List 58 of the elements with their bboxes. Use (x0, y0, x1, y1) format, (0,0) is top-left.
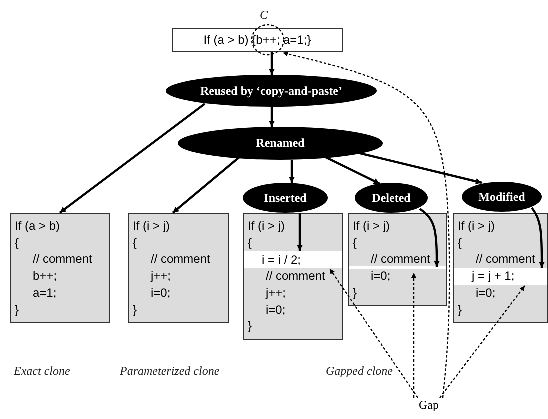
operation-ellipse: Reused by ‘copy-and-paste’ (166, 75, 377, 107)
code-brace: } (133, 302, 138, 318)
operation-ellipse: Renamed (178, 127, 383, 160)
code-line: i=0; (476, 284, 496, 301)
code-line: j++; (266, 284, 286, 301)
code-line: a=1; (33, 284, 57, 301)
dashed-arrow (440, 286, 526, 398)
operation-ellipse: Inserted (243, 183, 328, 213)
code-brace: } (15, 302, 20, 318)
code-condition: If (i > j) (248, 218, 286, 234)
arrow (531, 207, 545, 268)
code-brace: { (248, 234, 252, 251)
code-line: // comment (266, 268, 326, 284)
arrow (289, 160, 295, 183)
arrow (172, 156, 241, 214)
code-box (348, 213, 447, 306)
code-brace: } (458, 302, 462, 318)
code-line: j++; (151, 268, 172, 284)
arrow (419, 208, 440, 267)
code-line: // comment (371, 251, 430, 268)
code-line: // comment (33, 251, 92, 268)
arrow (59, 103, 206, 214)
code-condition: If (i > j) (133, 218, 170, 234)
code-brace: } (248, 318, 252, 334)
dashed-arrow (330, 268, 418, 398)
code-line: // comment (476, 251, 536, 268)
code-line: // comment (151, 251, 210, 268)
arrow (324, 156, 380, 185)
code-brace: { (15, 234, 20, 251)
code-condition: If (i > j) (458, 218, 496, 234)
code-box (243, 213, 343, 340)
code-brace: { (353, 234, 358, 251)
dashed-arrow (282, 52, 450, 398)
code-box (453, 213, 548, 323)
operation-ellipse: Deleted (355, 183, 428, 213)
code-condition: If (a > b) (15, 218, 60, 234)
code-box (10, 213, 110, 323)
code-box (128, 213, 229, 323)
figure-label: C (260, 8, 268, 23)
arrow (297, 213, 303, 251)
code-line: i=0; (371, 268, 391, 284)
code-line: i=0; (151, 284, 171, 301)
gap-label: Gap (414, 398, 444, 412)
clone-type-caption: Gapped clone (326, 364, 393, 379)
code-condition: If (i > j) (353, 218, 390, 234)
operation-ellipse: Modified (462, 182, 542, 212)
arrow (269, 52, 275, 75)
code-statement-box: If (a > b) {b++; a=1;} (172, 28, 343, 52)
arrow (269, 107, 275, 127)
code-brace: { (133, 234, 138, 251)
code-brace: { (458, 234, 462, 251)
code-line: b++; (33, 268, 58, 284)
removed-line-gap (349, 266, 446, 270)
clone-type-caption: Parameterized clone (120, 364, 220, 379)
code-line: i=0; (266, 302, 286, 318)
clone-type-caption: Exact clone (14, 364, 70, 379)
code-brace: } (353, 284, 358, 301)
dashed-arrow (412, 273, 416, 398)
